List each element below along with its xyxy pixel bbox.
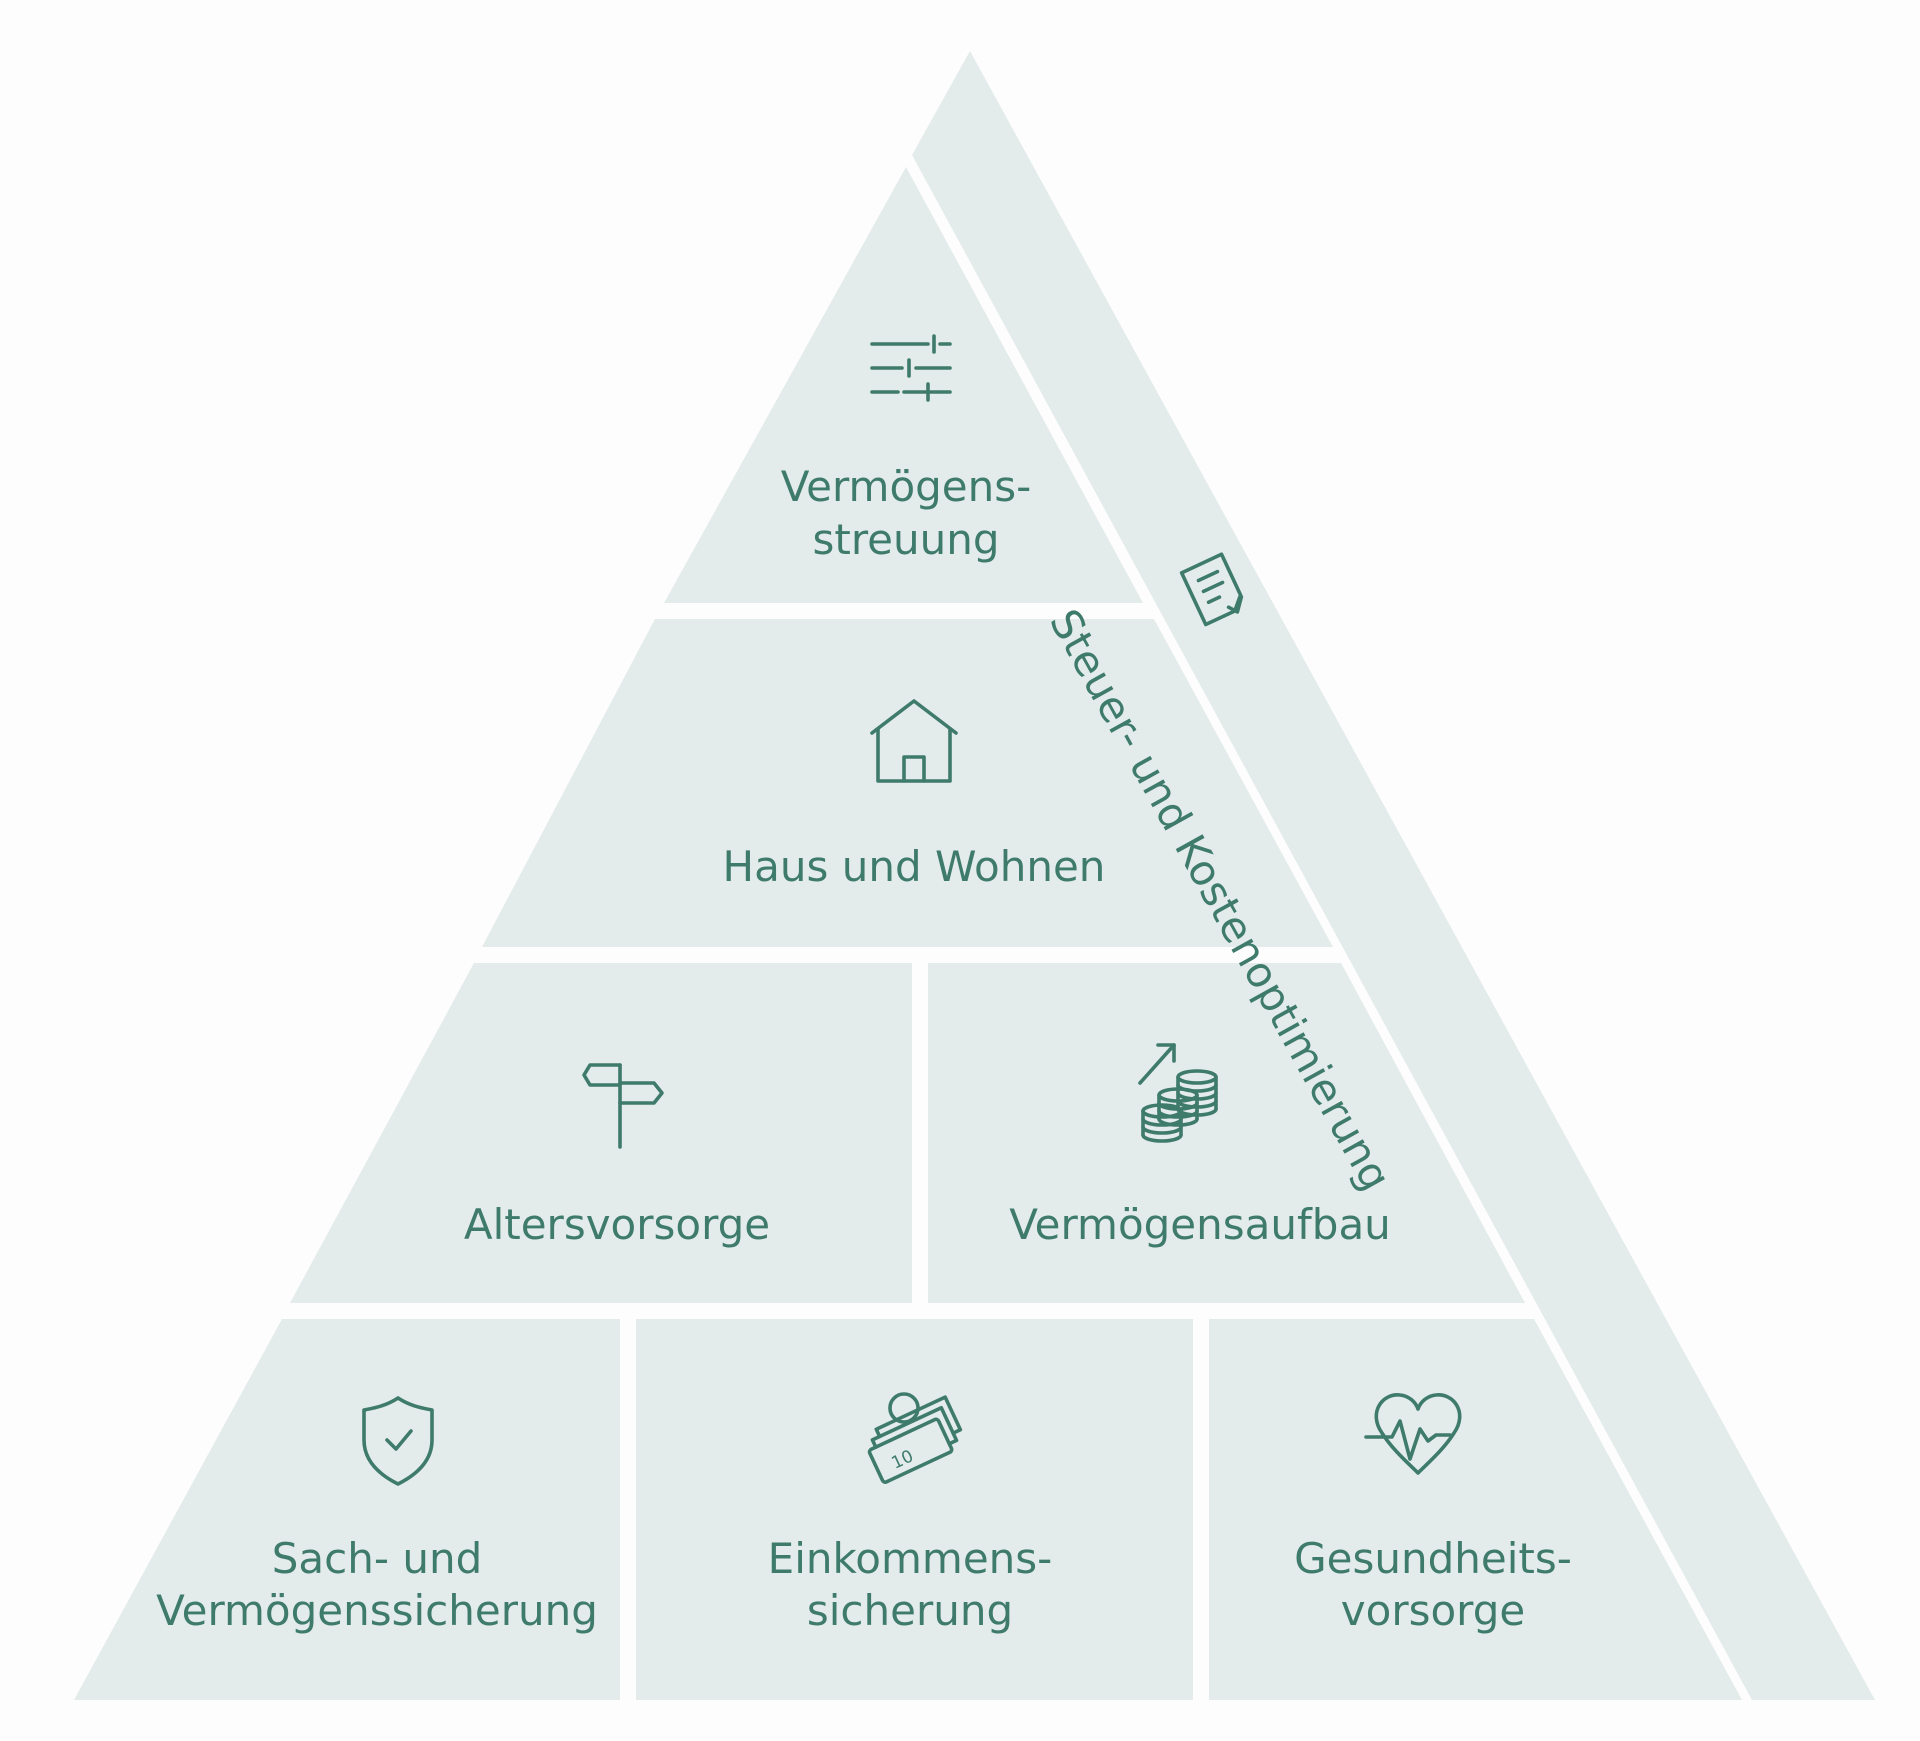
side-band-segment: [912, 51, 1875, 1700]
tier-shape-vermoegensaufbau: [928, 963, 1525, 1303]
tier-label-sach-und-vermoegenssicherung-line-1: Sach- und: [272, 1534, 483, 1583]
tier-label-vermoegensaufbau: Vermögensaufbau: [1009, 1200, 1391, 1249]
tier-label-haus-und-wohnen: Haus und Wohnen: [723, 842, 1106, 891]
signpost-icon: [582, 1063, 664, 1149]
tier-shape-haus-und-wohnen: [482, 619, 1333, 947]
tier-shape-gesundheitsvorsorge: [1209, 1319, 1742, 1700]
tier-label-gesundheitsvorsorge-line-2: vorsorge: [1341, 1586, 1525, 1635]
coins-growth-icon: [1138, 1043, 1218, 1143]
heart-pulse-icon: [1364, 1393, 1462, 1475]
tier-label-vermoegensstreuung-line-1: Vermögens-: [781, 462, 1032, 511]
tier-label-einkommenssicherung-line-2: sicherung: [807, 1586, 1013, 1635]
tier-label-vermoegensstreuung-line-2: streuung: [812, 515, 999, 564]
house-icon: [870, 699, 958, 783]
shield-check-icon: [362, 1396, 434, 1486]
tier-shape-sach-und-vermoegenssicherung: [74, 1319, 620, 1700]
tier-label-einkommenssicherung-line-1: Einkommens-: [768, 1534, 1053, 1583]
tier-shape-altersvorsorge: [290, 963, 912, 1303]
tier-label-altersvorsorge: Altersvorsorge: [464, 1200, 770, 1249]
tier-label-sach-und-vermoegenssicherung-line-2: Vermögenssicherung: [156, 1586, 598, 1635]
tier-label-gesundheitsvorsorge-line-1: Gesundheits-: [1294, 1534, 1572, 1583]
sliders-icon: [870, 334, 952, 402]
tier-shape-vermoegensstreuung: [664, 167, 1143, 603]
tax-document-icon: [1179, 552, 1244, 627]
tier-shape-einkommenssicherung: [636, 1319, 1193, 1700]
